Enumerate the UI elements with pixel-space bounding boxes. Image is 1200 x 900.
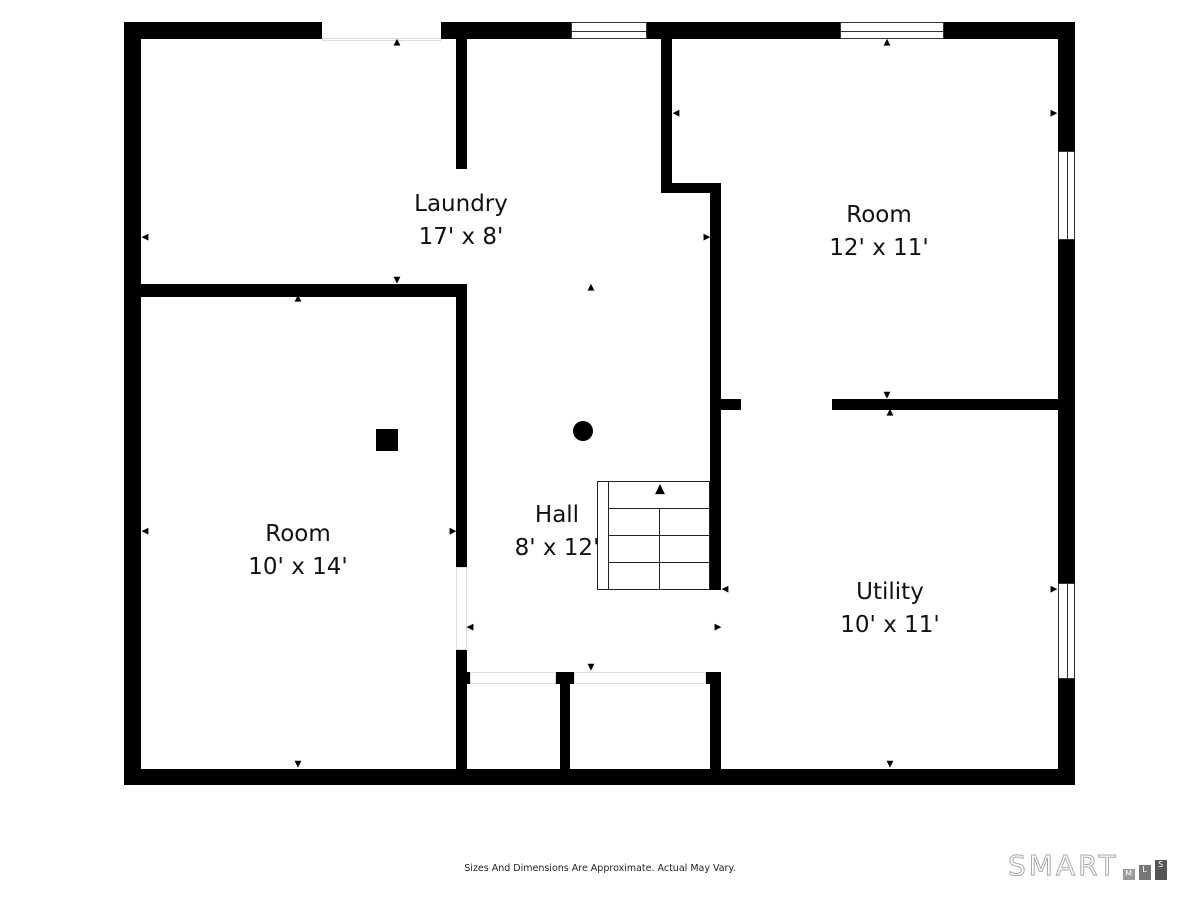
- room-dimensions: 10' x 14': [248, 554, 348, 580]
- marker-icon: ▲: [886, 407, 894, 418]
- marker-icon: ▶: [1050, 584, 1058, 595]
- room-label-room-ne: Room 12' x 11': [829, 202, 928, 261]
- marker-icon: ◀: [672, 108, 680, 119]
- window: [571, 22, 647, 39]
- doorway-room: [456, 567, 467, 650]
- smart-mls-logo: SMART M L S: [1008, 849, 1167, 882]
- wall-interior: [710, 183, 721, 590]
- marker-icon: ▶: [714, 622, 722, 633]
- room-label-utility: Utility 10' x 11': [840, 579, 939, 638]
- wall-top-right: [441, 22, 1075, 39]
- window: [1058, 583, 1075, 679]
- wall-interior: [661, 183, 721, 193]
- disclaimer: Sizes And Dimensions Are Approximate. Ac…: [464, 863, 736, 874]
- wall-top-left: [124, 22, 322, 39]
- marker-icon: ◀: [466, 622, 474, 633]
- room-label-hall: Hall 8' x 12': [515, 502, 600, 561]
- room-dimensions: 17' x 8': [418, 224, 504, 250]
- wall-left: [124, 22, 141, 785]
- logo-text: SMART: [1008, 849, 1119, 882]
- room-name: Utility: [856, 579, 924, 605]
- wall-interior: [124, 284, 467, 297]
- room-name: Room: [265, 521, 331, 547]
- marker-icon: ▼: [294, 759, 302, 770]
- marker-icon: ▲: [294, 293, 302, 304]
- wall-interior: [832, 399, 1075, 410]
- stairs-up-arrow-icon: ▲: [655, 481, 665, 497]
- room-name: Hall: [534, 502, 580, 528]
- logo-bar-m: M: [1122, 869, 1135, 880]
- marker-icon: ◀: [141, 232, 149, 243]
- logo-bar-l: L: [1138, 865, 1151, 880]
- wall-interior: [556, 672, 574, 684]
- wall-bottom: [124, 769, 1075, 785]
- closet-door: [574, 672, 706, 684]
- marker-icon: ▲: [883, 37, 891, 48]
- wall-interior: [661, 39, 672, 193]
- staircase: ▲: [597, 481, 710, 590]
- room-dimensions: 10' x 11': [840, 612, 940, 638]
- wall-interior: [456, 39, 467, 169]
- room-dimensions: 12' x 11': [829, 235, 929, 261]
- window: [1058, 151, 1075, 240]
- room-name: Room: [846, 202, 912, 228]
- wall-interior: [456, 672, 470, 684]
- marker-icon: ▼: [883, 390, 891, 401]
- window: [840, 22, 944, 39]
- room-label-room-sw: Room 10' x 14': [248, 521, 347, 580]
- room-dimensions: 8' x 12': [514, 535, 600, 561]
- marker-icon: ▶: [449, 526, 457, 537]
- closet-door: [470, 672, 556, 684]
- room-name: Laundry: [414, 191, 508, 217]
- marker-icon: ◀: [721, 584, 729, 595]
- wall-interior: [456, 650, 467, 785]
- marker-icon: ◀: [141, 526, 149, 537]
- marker-icon: ▼: [886, 759, 894, 770]
- wall-interior: [710, 672, 721, 785]
- marker-icon: ▼: [587, 662, 595, 673]
- marker-icon: ▲: [393, 37, 401, 48]
- logo-bar-s: S: [1154, 860, 1167, 880]
- marker-icon: ▼: [393, 275, 401, 286]
- marker-icon: ▲: [587, 282, 595, 293]
- wall-interior: [710, 399, 741, 410]
- column-square: [376, 429, 398, 451]
- doorway-top: [322, 38, 441, 41]
- marker-icon: ▶: [1050, 108, 1058, 119]
- wall-interior: [456, 284, 467, 567]
- marker-icon: ▶: [703, 232, 711, 243]
- wall-interior: [706, 672, 721, 684]
- room-label-laundry: Laundry 17' x 8': [414, 191, 508, 250]
- wall-interior: [560, 672, 570, 785]
- column-round: [573, 421, 593, 441]
